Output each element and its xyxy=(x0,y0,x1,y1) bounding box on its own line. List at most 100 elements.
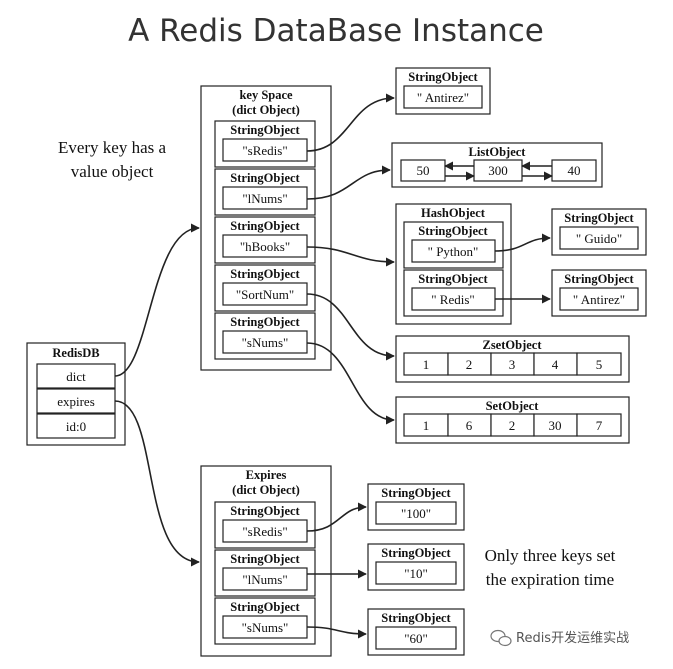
arrow-sortnum-to-zset xyxy=(306,293,395,361)
value-string-object: StringObject " Antirez" xyxy=(395,67,491,115)
expire-value-100: StringObject "100" xyxy=(367,483,465,531)
expires-entry-key: "lNums" xyxy=(242,572,287,587)
value-list-object: ListObject 50 300 40 xyxy=(391,142,603,188)
key-space-dict: key Space (dict Object) StringObject "sR… xyxy=(200,85,332,371)
hash-value-value: " Antirez" xyxy=(573,292,625,307)
key-space-entry-type: StringObject xyxy=(230,219,300,233)
redis-db-field-expires-label: expires xyxy=(57,394,95,409)
expires-entry-type: StringObject xyxy=(230,600,300,614)
key-space-entry-type: StringObject xyxy=(230,315,300,329)
expire-value-10: StringObject "10" xyxy=(367,543,465,591)
key-space-entry-hbooks: StringObject "hBooks" xyxy=(214,216,316,264)
redis-db-field-dict xyxy=(36,363,116,389)
watermark-text: Redis开发运维实战 xyxy=(516,630,629,646)
hash-field-key: " Python" xyxy=(428,244,479,259)
key-space-entry-key: "lNums" xyxy=(242,191,287,206)
list-node xyxy=(400,159,446,182)
key-space-entry-key: "hBooks" xyxy=(240,239,290,254)
expire-value-60: StringObject "60" xyxy=(367,608,465,656)
redis-db-box: RedisDB dict expires id:0 xyxy=(26,342,126,446)
key-space-header-line-2: (dict Object) xyxy=(232,103,300,117)
value-list-header: ListObject xyxy=(469,145,527,159)
expires-entry-key: "sNums" xyxy=(242,620,289,635)
expires-entry-key: "sRedis" xyxy=(242,524,287,539)
key-space-entry-type: StringObject xyxy=(230,267,300,281)
set-member-value: 30 xyxy=(549,418,562,433)
set-member-value: 2 xyxy=(509,418,516,433)
redis-db-field-expires xyxy=(36,388,116,414)
arrow-lnums-to-list xyxy=(306,165,391,200)
redis-db-header: RedisDB xyxy=(52,346,99,360)
key-space-entry-type: StringObject xyxy=(230,171,300,185)
hash-field-type: StringObject xyxy=(418,224,488,238)
set-member xyxy=(576,413,622,437)
zset-member xyxy=(576,352,622,376)
note-only-three-line-2: the expiration time xyxy=(486,570,614,589)
expire-value-header: StringObject xyxy=(381,546,451,560)
redis-db-field-id-label: id:0 xyxy=(66,419,86,434)
set-member-value: 7 xyxy=(596,418,603,433)
expire-value-value: "10" xyxy=(404,566,428,581)
value-zset-object: ZsetObject 1 2 3 4 5 xyxy=(395,335,630,383)
diagram-title: A Redis DataBase Instance xyxy=(128,13,544,49)
key-space-entry-key: "sRedis" xyxy=(242,143,287,158)
hash-value-value: " Guido" xyxy=(576,231,622,246)
value-set-object: SetObject 1 6 2 30 7 xyxy=(395,396,630,444)
hash-field-redis: StringObject " Redis" xyxy=(403,269,504,317)
key-space-entry-key: "sNums" xyxy=(242,335,289,350)
expires-header-line-1: Expires xyxy=(246,468,287,482)
value-string-value: " Antirez" xyxy=(417,90,469,105)
value-hash-object: HashObject StringObject " Python" String… xyxy=(395,203,512,325)
expire-value-header: StringObject xyxy=(381,486,451,500)
expires-entry-type: StringObject xyxy=(230,504,300,518)
arrow-dict-to-keyspace xyxy=(114,223,200,377)
expire-value-header: StringObject xyxy=(381,611,451,625)
key-space-entry-snums: StringObject "sNums" xyxy=(214,312,316,360)
zset-member-value: 5 xyxy=(596,357,603,372)
arrow-expires-to-expires-dict xyxy=(114,400,200,567)
wechat-icon xyxy=(490,629,512,647)
note-only-three-line-1: Only three keys set xyxy=(485,546,616,565)
expires-entry-sredis: StringObject "sRedis" xyxy=(214,501,316,549)
zset-member-value: 1 xyxy=(423,357,430,372)
hash-field-key: " Redis" xyxy=(431,292,474,307)
key-space-entry-sortnum: StringObject "SortNum" xyxy=(214,264,316,312)
value-set-header: SetObject xyxy=(486,399,540,413)
expire-value-value: "100" xyxy=(401,506,431,521)
arrow-expire-snums xyxy=(306,626,367,639)
note-every-key-line-1: Every key has a xyxy=(58,138,167,157)
list-node-value: 300 xyxy=(488,163,508,178)
value-string-header: StringObject xyxy=(408,70,478,84)
expires-dict: Expires (dict Object) StringObject "sRed… xyxy=(200,465,332,657)
expires-entry-snums: StringObject "sNums" xyxy=(214,597,316,645)
key-space-entry-type: StringObject xyxy=(230,123,300,137)
set-member-value: 6 xyxy=(466,418,473,433)
zset-member-value: 3 xyxy=(509,357,516,372)
value-hash-header: HashObject xyxy=(421,206,486,220)
value-zset-header: ZsetObject xyxy=(482,338,542,352)
hash-value-header: StringObject xyxy=(564,211,634,225)
list-node-value: 40 xyxy=(568,163,581,178)
expires-entry-type: StringObject xyxy=(230,552,300,566)
key-space-header-line-1: key Space xyxy=(239,88,293,102)
key-space-entry-sredis: StringObject "sRedis" xyxy=(214,120,316,168)
expire-value-value: "60" xyxy=(404,631,428,646)
hash-field-python: StringObject " Python" xyxy=(403,221,504,269)
hash-value-antirez: StringObject " Antirez" xyxy=(551,269,647,317)
list-node-value: 50 xyxy=(417,163,430,178)
expires-header-line-2: (dict Object) xyxy=(232,483,300,497)
hash-field-type: StringObject xyxy=(418,272,488,286)
arrow-sredis-to-string xyxy=(306,93,395,152)
arrow-hbooks-to-hash xyxy=(306,246,395,267)
list-node xyxy=(473,159,523,182)
zset-member-value: 4 xyxy=(552,357,559,372)
arrow-snums-to-set xyxy=(306,342,395,425)
arrow-expire-sredis xyxy=(306,502,367,532)
hash-value-header: StringObject xyxy=(564,272,634,286)
hash-value-guido: StringObject " Guido" xyxy=(551,208,647,256)
arrow-python-to-guido xyxy=(494,233,551,252)
expires-entry-lnums: StringObject "lNums" xyxy=(214,549,316,597)
redis-db-field-id xyxy=(36,413,116,439)
list-node xyxy=(551,159,597,182)
redis-db-field-dict-label: dict xyxy=(66,369,86,384)
